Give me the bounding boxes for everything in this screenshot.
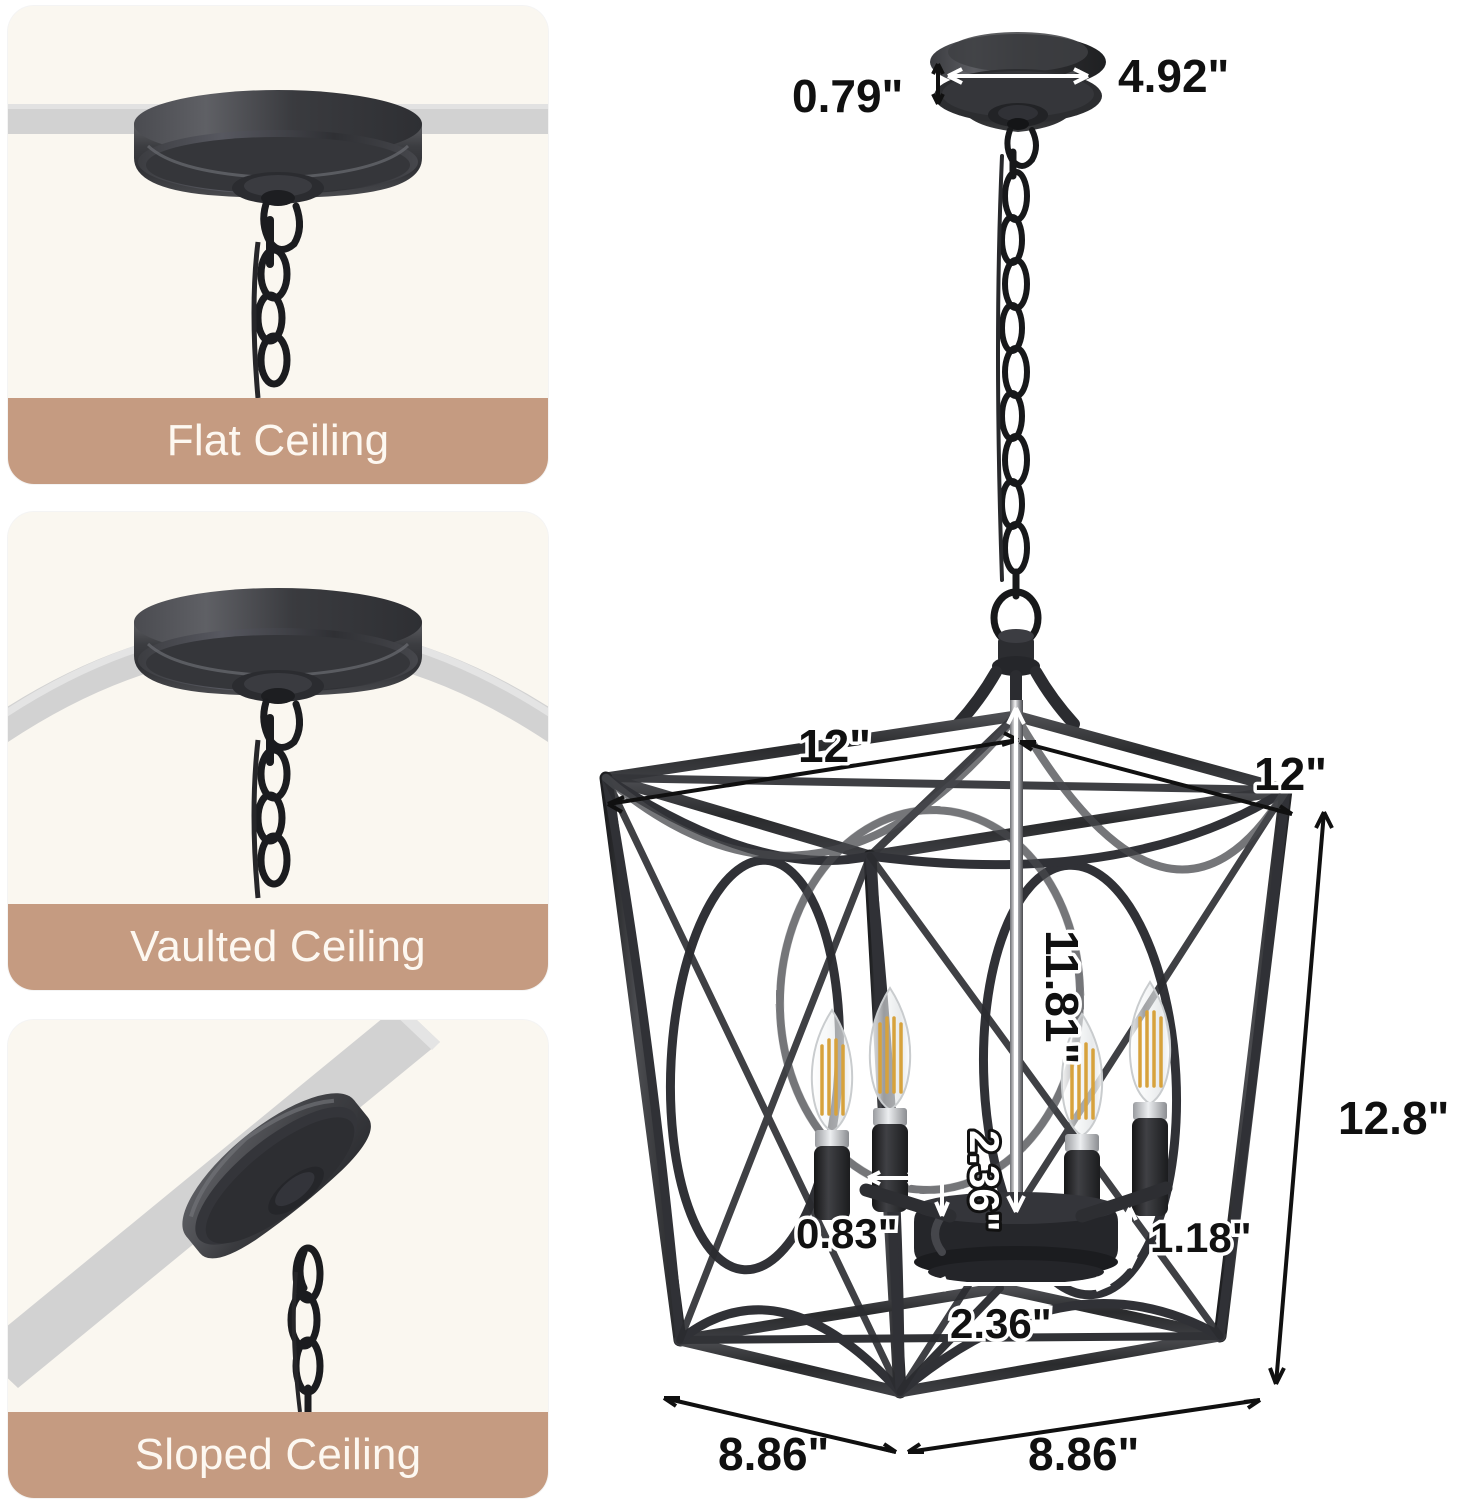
dimension-cage-top-left-label: 12" — [798, 720, 871, 772]
bulb — [810, 1008, 854, 1220]
ceiling-type-card-list: Flat Ceiling — [8, 6, 556, 1498]
dimension-base-left-label: 8.86" — [718, 1428, 829, 1480]
dimension-base-right-label: 8.86" — [1028, 1428, 1139, 1480]
dimension-socket-width — [867, 1170, 921, 1186]
dimension-hub-height-label: 1.18" — [1150, 1214, 1252, 1261]
ceiling-card-vaulted-label: Vaulted Ceiling — [8, 904, 548, 990]
dimension-cage-top-left — [607, 731, 1019, 814]
dimension-canopy-diameter-label: 4.92" — [1118, 50, 1229, 102]
dimension-socket-height-label: 2.36" — [961, 1130, 1008, 1232]
socket-hub — [859, 1181, 1173, 1284]
ceiling-card-sloped[interactable]: Sloped Ceiling — [8, 1020, 548, 1498]
dimension-cage-top-right-label: 12" — [1254, 748, 1327, 800]
dimension-base-right — [906, 1398, 1262, 1454]
dimension-center-height — [1006, 707, 1026, 1213]
dimension-hub-height — [1122, 1207, 1138, 1269]
dimension-canopy-diameter — [947, 67, 1089, 85]
product-dimension-diagram: 4.92" 0.79" 12" 12" 11.81" — [570, 0, 1466, 1500]
ceiling-card-sloped-label: Sloped Ceiling — [8, 1412, 548, 1498]
dimension-canopy-height — [931, 63, 945, 105]
dimension-center-height-label: 11.81" — [1036, 930, 1088, 1064]
dimension-cage-side — [1268, 811, 1334, 1385]
dimension-base-left — [662, 1396, 898, 1454]
ceiling-card-flat-label: Flat Ceiling — [8, 398, 548, 484]
dimension-hub-width-label: 2.36" — [950, 1300, 1052, 1347]
dimension-socket-width-label: 0.83" — [796, 1210, 898, 1257]
chain-illustration — [990, 127, 1042, 648]
ceiling-card-vaulted[interactable]: Vaulted Ceiling — [8, 512, 548, 990]
dimension-canopy-height-label: 0.79" — [792, 70, 903, 122]
ceiling-card-flat[interactable]: Flat Ceiling — [8, 6, 548, 484]
dimension-cage-top-right — [1018, 740, 1294, 816]
canopy-illustration — [930, 32, 1106, 132]
dimension-cage-side-label: 12.8" — [1338, 1092, 1449, 1144]
dimension-socket-height — [934, 1115, 950, 1217]
dimension-hub-width — [931, 1276, 1111, 1292]
